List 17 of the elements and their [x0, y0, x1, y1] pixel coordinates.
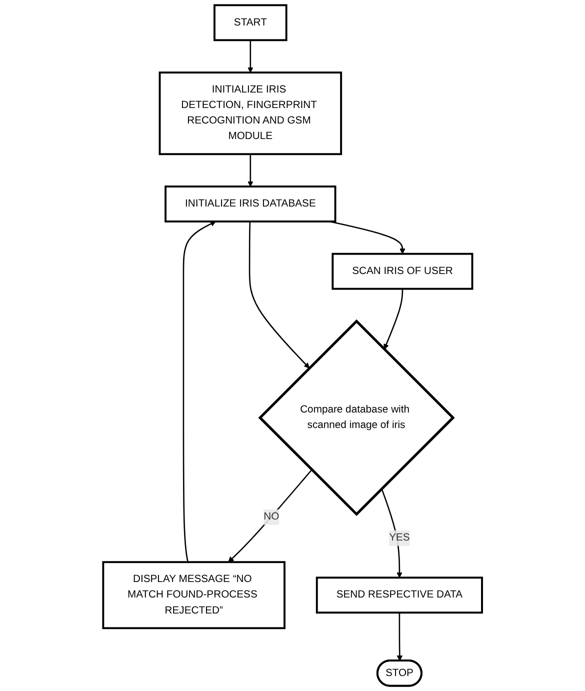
node-box: INITIALIZE IRIS DATABASE	[164, 186, 336, 222]
node-box: SCAN IRIS OF USER	[332, 252, 474, 290]
edge-label: YES	[388, 532, 410, 544]
arrow	[396, 612, 402, 662]
arrow	[247, 154, 254, 187]
arrow	[384, 288, 403, 350]
node-box: DISPLAY MESSAGE “NO MATCH FOUND-PROCESS REJECTED”	[102, 561, 286, 630]
node-box: INITIALIZE IRIS DETECTION, FINGERPRINT RECOGNITION AND GSM MODULE	[158, 72, 342, 156]
arrow	[381, 488, 402, 578]
arrow	[247, 40, 254, 73]
arrow	[182, 221, 216, 562]
node-box: START	[213, 4, 288, 42]
arrow	[228, 469, 312, 562]
edge-label: NO	[263, 511, 280, 522]
arrow	[248, 221, 310, 368]
node-box: SEND RESPECTIVE DATA	[316, 576, 483, 614]
arrow	[329, 220, 406, 254]
